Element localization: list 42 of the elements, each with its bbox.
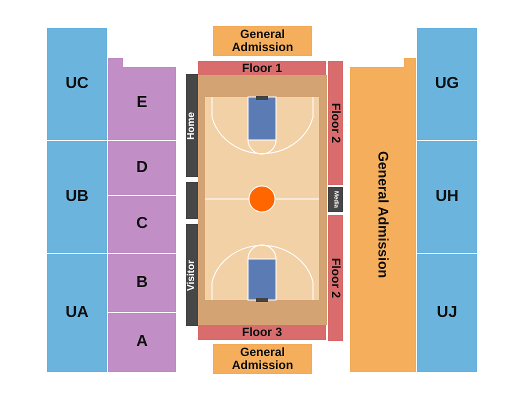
section-label: A [136,334,148,351]
floor-section [198,325,326,340]
seating-section [108,58,176,140]
section-label: Floor 2 [329,258,342,298]
section-label: Home [186,112,198,140]
seating-section [108,313,176,372]
section-label: C [136,216,148,233]
seating-section [108,254,176,312]
seating-section [417,28,477,140]
section-label: General Admission [230,28,294,54]
floor-section [328,61,343,185]
section-label: Floor 2 [329,102,342,143]
seating-section [47,28,107,140]
bench-area [186,74,198,177]
seating-section [108,141,176,195]
section-label: UB [65,188,89,206]
seating-section [417,141,477,253]
seating-section [417,254,477,372]
general-admission-section [213,26,312,56]
section-label: UG [435,76,459,92]
general-admission-section [350,58,416,372]
section-label: Floor 1 [242,62,282,74]
section-label: D [136,160,148,176]
section-label: UH [435,188,459,206]
seating-section [47,254,107,372]
section-label: UA [65,304,89,322]
floor-section [328,215,343,341]
section-label: General Admission [230,346,294,372]
section-label: UC [65,76,89,92]
seating-section [108,196,176,253]
section-label: E [136,94,148,112]
section-label: UJ [436,304,458,322]
general-admission-section [213,344,312,374]
section-label: B [136,274,148,292]
section-label: Visitor [186,260,198,290]
floor-section [198,61,326,75]
section-label: General Admission [376,151,390,279]
bench-area [328,187,343,212]
bench-bar [186,182,198,219]
seating-section [47,141,107,253]
section-label: Floor 3 [242,326,282,339]
bench-area [186,224,198,326]
